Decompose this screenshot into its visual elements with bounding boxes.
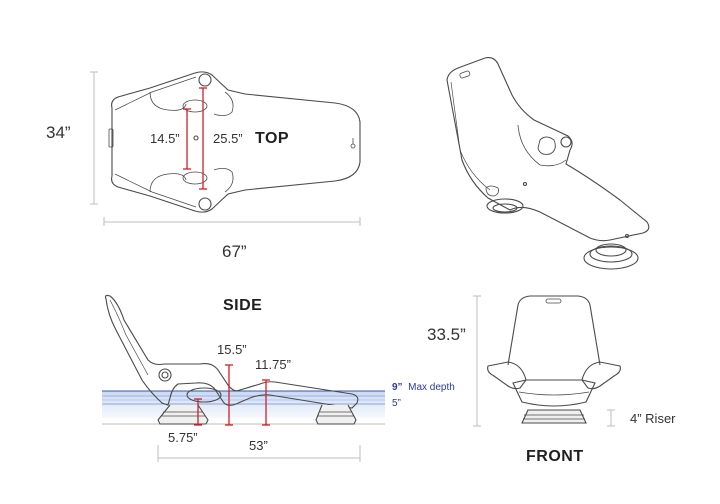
top-view-drawing: [108, 71, 361, 213]
front-view-title: FRONT: [526, 448, 584, 465]
water-max-depth: 9” Max depth: [392, 382, 455, 393]
side-view-leg-height: 11.75”: [255, 357, 291, 372]
front-view-dimension-lines: [473, 295, 615, 427]
top-view-height-label: 34”: [46, 123, 71, 142]
top-view-inner-dim-2: 25.5”: [213, 131, 243, 146]
water-max-depth-text: Max depth: [408, 382, 455, 393]
top-view-title: TOP: [255, 130, 290, 147]
top-view-measurements: [183, 87, 207, 190]
side-view-title: SIDE: [223, 297, 263, 314]
side-view-dimension-lines: [157, 445, 361, 462]
isometric-view-drawing: [446, 57, 650, 270]
top-view-dimension-lines: [90, 71, 361, 226]
side-view-measurements: [194, 364, 270, 426]
side-view-base-span: 53”: [249, 438, 268, 453]
top-view-width-label: 67”: [222, 242, 247, 261]
water-min-depth-value: 5”: [392, 398, 401, 409]
front-view-height-label: 33.5”: [427, 325, 466, 344]
front-view-riser-label: 4” Riser: [630, 411, 676, 426]
side-view-seat-height: 15.5”: [217, 342, 247, 357]
side-view-drawing: [104, 294, 359, 425]
top-view-inner-dim-1: 14.5”: [150, 131, 180, 146]
side-view-armrest-height: 5.75”: [168, 430, 198, 445]
front-view-drawing: [487, 295, 621, 424]
water-max-depth-value: 9”: [392, 382, 403, 393]
